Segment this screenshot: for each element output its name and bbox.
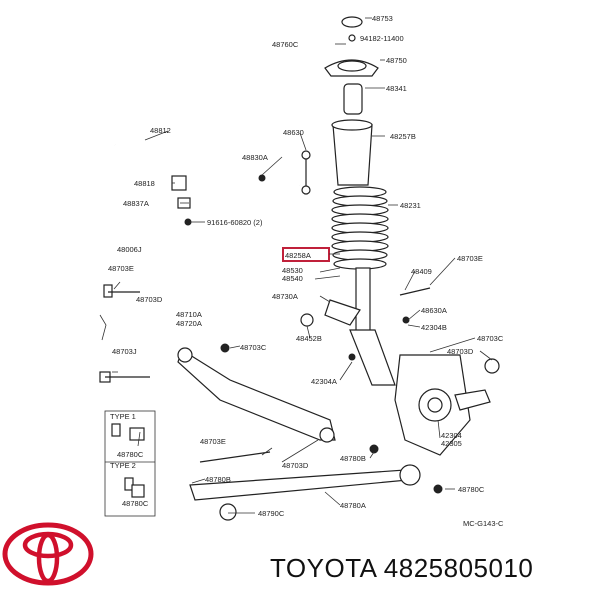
label-48258a: 48258A — [285, 251, 311, 260]
label-48703d-bottom: 48703D — [282, 461, 309, 470]
label-48703j: 48703J — [112, 347, 137, 356]
label-42304b: 42304B — [421, 323, 447, 332]
coil-spring — [331, 186, 389, 270]
label-diagram-code: MC-G143-C — [463, 519, 504, 528]
label-42304: 42304 — [441, 431, 462, 440]
label-48409: 48409 — [411, 267, 432, 276]
label-48753: 48753 — [372, 14, 393, 23]
label-48703e-left: 48703E — [108, 264, 134, 273]
highlight-box — [282, 247, 330, 262]
label-48703c-right: 48703C — [477, 334, 504, 343]
label-48790b: 48780B — [340, 454, 366, 463]
lower-arms — [177, 299, 443, 521]
label-type-2: TYPE 2 — [110, 461, 136, 470]
label-91616: 91616-60820 (2) — [207, 218, 263, 227]
label-48710a: 48710A — [176, 310, 202, 319]
label-48703e-bottom: 48703E — [200, 437, 226, 446]
callout-labels: 48753 48760C 94182-11400 48750 48341 488… — [108, 14, 504, 528]
label-48780b: 48780B — [205, 475, 231, 484]
label-48837a: 48837A — [123, 199, 149, 208]
strut-assembly — [324, 16, 396, 386]
label-48760c: 48760C — [272, 40, 299, 49]
label-48730a: 48730A — [272, 292, 298, 301]
label-48452b: 48452B — [296, 334, 322, 343]
footer-brand-text: TOYOTA 4825805010 — [270, 553, 534, 583]
label-48790c: 48790C — [258, 509, 285, 518]
leader-lines — [112, 17, 493, 514]
label-94182: 94182-11400 — [360, 34, 404, 43]
label-48703e-right: 48703E — [457, 254, 483, 263]
label-48703c-mid: 48703C — [240, 343, 267, 352]
label-48720a: 48720A — [176, 319, 202, 328]
stabilizer-bar — [114, 143, 311, 226]
knuckle-hub — [348, 287, 500, 456]
toyota-logo — [2, 522, 94, 586]
label-48530: 48530 — [282, 266, 303, 275]
label-48703d-left: 48703D — [136, 295, 163, 304]
type-inset — [104, 410, 156, 517]
label-48341: 48341 — [386, 84, 407, 93]
label-48703d-right: 48703D — [447, 347, 474, 356]
left-bracket-bolts — [99, 284, 150, 383]
label-48006j: 48006J — [117, 245, 142, 254]
label-48630a: 48630A — [421, 306, 447, 315]
label-48818: 48818 — [134, 179, 155, 188]
label-48780c-right: 48780C — [458, 485, 485, 494]
label-42305: 42305 — [441, 439, 462, 448]
label-48780c-type2: 48780C — [122, 499, 149, 508]
label-48630: 48630 — [283, 128, 304, 137]
label-48812: 48812 — [150, 126, 171, 135]
label-48750: 48750 — [386, 56, 407, 65]
label-48830a: 48830A — [242, 153, 268, 162]
label-48540: 48540 — [282, 274, 303, 283]
label-48257b: 48257B — [390, 132, 416, 141]
label-48231: 48231 — [400, 201, 421, 210]
label-type-1: TYPE 1 — [110, 412, 136, 421]
label-48780a: 48780A — [340, 501, 366, 510]
label-48780c-type1: 48780C — [117, 450, 144, 459]
label-42304a: 42304A — [311, 377, 337, 386]
